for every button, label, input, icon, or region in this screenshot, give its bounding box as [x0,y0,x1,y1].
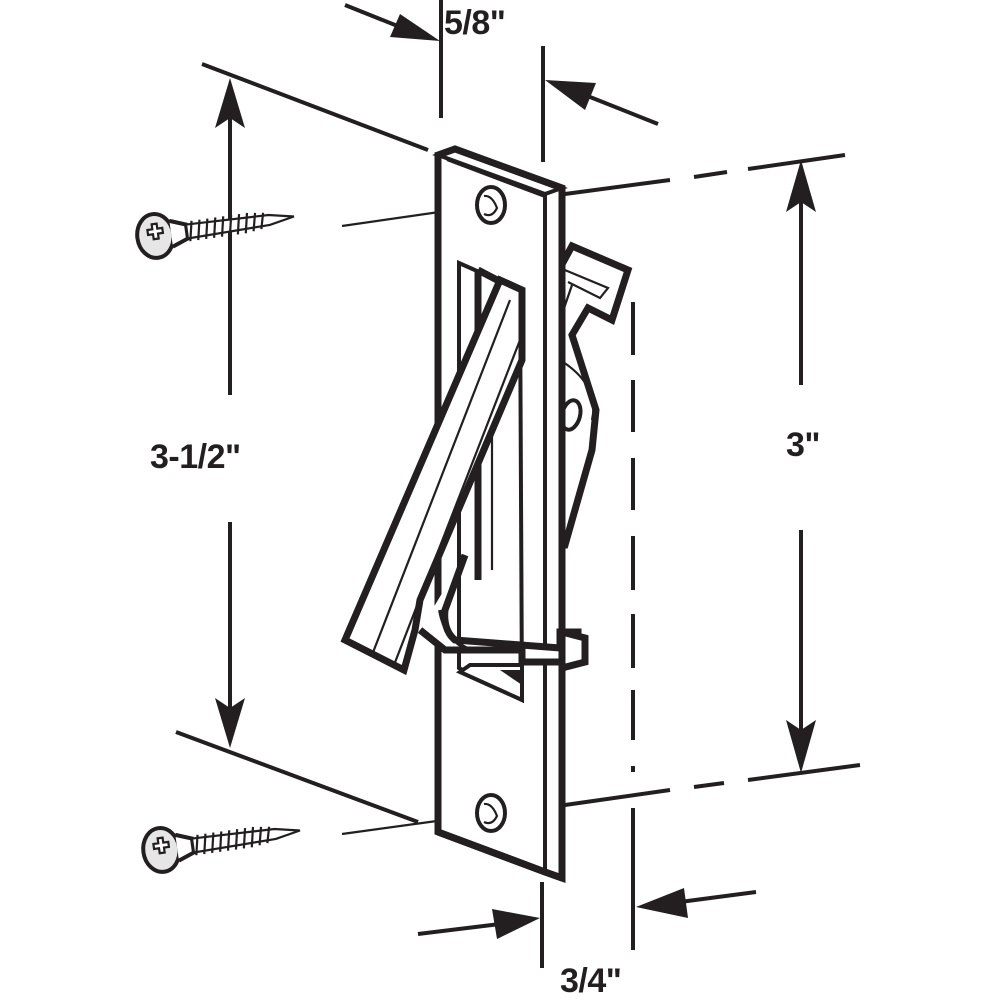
arrowhead-icon [390,14,440,41]
dimension-hole-spacing [564,153,861,807]
pull-handle [340,275,589,704]
screw-hole-bottom [475,793,507,833]
screw-top [135,212,295,260]
arrowhead-down-icon [215,698,245,748]
dimension-label-overall-length: 3-1/2" [150,438,241,476]
dimension-plate-width [344,0,659,162]
screw-hole-top [475,185,507,225]
arrowhead-up-icon [215,78,245,128]
arrowhead-icon [492,909,540,939]
dimension-label-projection-depth: 3/4" [560,962,622,1000]
arrowhead-icon [545,80,596,110]
dimension-projection-depth [417,302,757,968]
arrowhead-up-icon [786,160,816,212]
dimension-label-hole-spacing: 3" [786,426,821,464]
arrowhead-icon [636,888,688,918]
dimension-label-plate-width: 5/8" [444,4,506,42]
latch-tab [556,241,633,549]
dimension-overall-length [175,62,429,824]
screw-bottom [141,826,301,874]
arrowhead-down-icon [786,720,816,773]
